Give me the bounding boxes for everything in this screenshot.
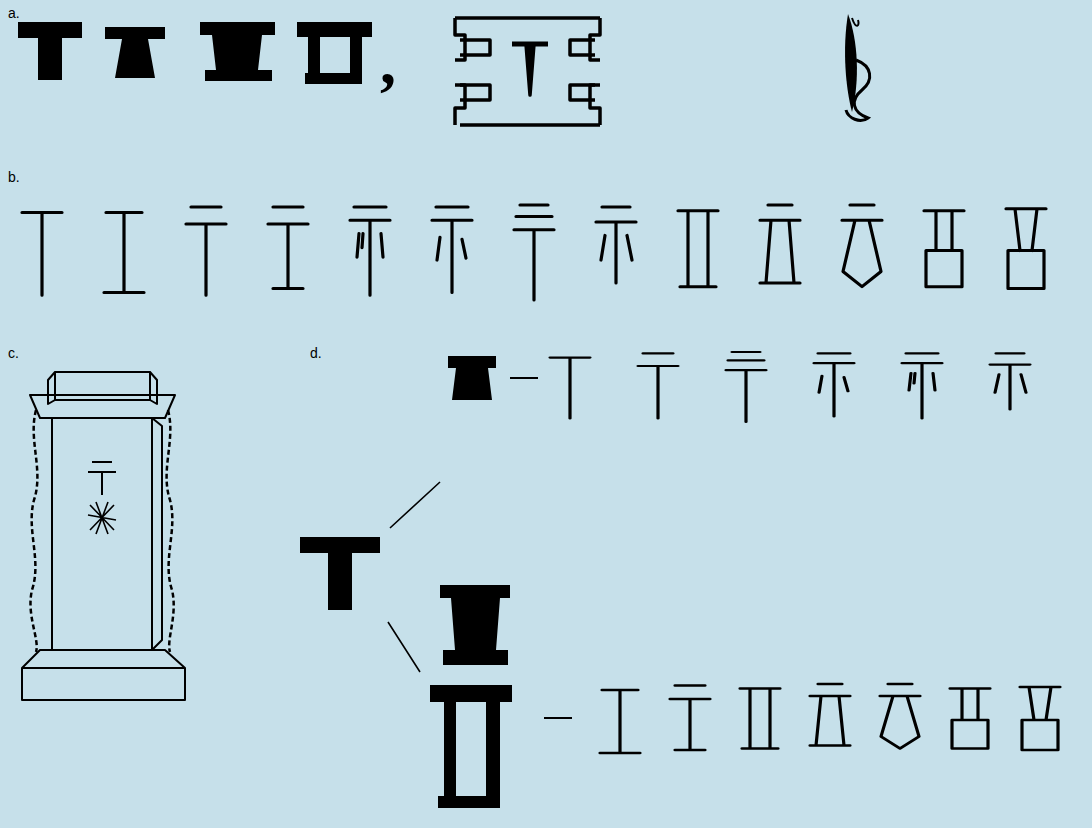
panel-letter: c. xyxy=(8,346,19,360)
panel-letter: a. xyxy=(8,6,20,20)
panel-letter: b. xyxy=(8,170,20,184)
stone-pillar xyxy=(22,372,185,700)
panel-letter: d. xyxy=(310,346,322,360)
derivation-tree xyxy=(300,352,1060,808)
bronze-frame-glyph xyxy=(455,18,600,125)
oracle-glyphs xyxy=(18,22,372,84)
seal-glyph xyxy=(845,14,870,120)
punctuation: , xyxy=(380,30,396,94)
glyph-evolution-row xyxy=(22,205,1046,300)
